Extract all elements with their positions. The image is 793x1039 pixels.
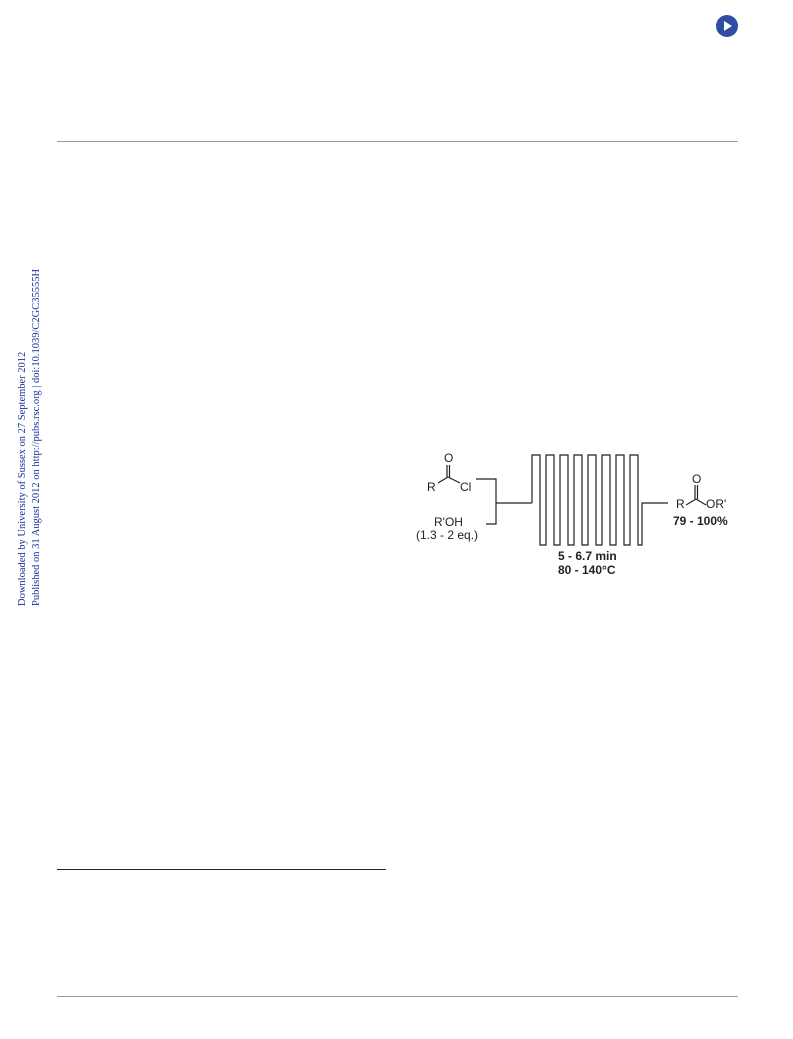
product-or-label: OR' <box>706 497 726 511</box>
product-r-label: R <box>676 497 685 511</box>
alcohol-equivalents-label: (1.3 - 2 eq.) <box>416 528 478 542</box>
flow-reaction-scheme: R O Cl R'OH (1.3 - 2 eq.) 5 - 6.7 min 80… <box>416 451 728 577</box>
download-watermark: Downloaded by University of Sussex on 27… <box>16 246 44 606</box>
alcohol-label: R'OH <box>434 515 463 529</box>
header-rule <box>57 141 738 142</box>
ester-product-structure <box>685 485 707 506</box>
temperature-label: 80 - 140°C <box>558 563 616 577</box>
play-icon <box>724 21 732 31</box>
residence-time-label: 5 - 6.7 min <box>558 549 617 563</box>
acid-chloride-structure <box>437 465 461 484</box>
yield-label: 79 - 100% <box>673 514 728 528</box>
reactant-r-label: R <box>427 480 436 494</box>
tee-mixer <box>476 478 532 525</box>
footnote-rule <box>57 869 386 870</box>
footer-rule <box>57 996 738 997</box>
reactant-cl-label: Cl <box>460 480 471 494</box>
watermark-line-downloaded: Downloaded by University of Sussex on 27… <box>17 351 28 606</box>
product-o-label: O <box>692 472 701 486</box>
watermark-line-published: Published on 31 August 2012 on http://pu… <box>31 268 42 606</box>
reactant-o-label: O <box>444 451 453 465</box>
coil-reactor <box>531 454 668 546</box>
next-page-button[interactable] <box>716 15 738 37</box>
